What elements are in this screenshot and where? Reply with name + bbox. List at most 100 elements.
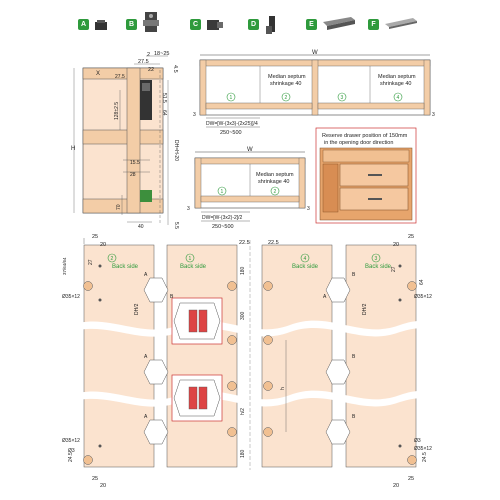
dim-label: 22 [148,67,154,73]
septum-text: shrinkage 40 [380,81,412,87]
drawer-number: 1 [230,95,233,101]
guide-rail-icon [323,17,355,30]
corner-connector-icon [266,16,275,34]
dim-label: 24.5 [68,452,74,462]
drawer-number: 2 [274,189,277,195]
hinge-letter: B [352,354,356,360]
dim-label: Ø35×12 [62,438,80,444]
dim-label: 64 [419,279,425,285]
panel-3 [345,244,417,468]
panel-4 [261,244,333,468]
part-badge: E [306,19,317,30]
hinge-letter: B [352,272,356,278]
plan-four-drawers: W Median septum shrinkage 40 Median sept… [193,50,435,136]
panel-number: 4 [304,256,307,262]
dim-label: DH/2 [362,303,368,315]
dim-label: h [280,387,286,390]
dim-label: 4.5 [172,65,178,73]
dim-label: H [71,146,75,152]
margin-label: 3 [193,112,196,118]
drawer-number: 2 [285,95,288,101]
margin-label: 3 [307,206,310,212]
dim-label: 51.5 [161,93,167,103]
septum-text: Median septum [378,74,416,80]
formula-label: DW=[W-(3x3)-(2x25)]/4 [206,121,258,127]
part-badge: C [190,19,201,30]
panel-label: Back side [365,264,392,270]
hinge-letter: A [144,272,148,278]
dim-label: 28 [130,172,136,178]
panel-label: Back side [112,264,139,270]
width-label: W [247,147,253,153]
dim-label: DH=H-20 [173,140,179,161]
hinge-letter: A [144,354,148,360]
dim-label: Ø35×12 [414,446,432,452]
parts-legend: A B C D E [78,10,418,40]
part-badge: F [368,19,379,30]
dim-label: Ø3 [68,448,75,454]
dim-label: 20 [100,483,106,489]
dim-label: 25 [92,476,98,482]
panel-2 [83,244,155,468]
margin-label: 3 [432,112,435,118]
reserve-text: in the opening door direction [324,140,393,146]
panel-number: 1 [189,256,192,262]
dim-label: 20 [100,242,106,248]
septum-text: shrinkage 40 [258,179,290,185]
dim-label: 20 [393,483,399,489]
panel-1 [166,244,238,468]
dim-label: 180 [240,449,246,458]
side-elevation: 2 18~25 27.5 22 4.5 X 27.5 H 128±2.5 51.… [71,51,179,230]
reserve-text: Reserve drawer position of 150mm [322,133,408,139]
dim-label: X [96,71,100,77]
width-label: W [312,50,318,56]
plan-two-drawers: W Median septum shrinkage 40 1 2 3 3 DW=… [187,147,310,230]
hinge-letter: B [170,294,174,300]
part-badge: B [126,19,137,30]
septum-text: Median septum [256,172,294,178]
cap-block-icon [95,20,107,30]
dim-label: 22.5 [239,240,250,246]
dim-label: 40 [138,224,144,230]
margin-label: 3 [187,206,190,212]
dim-label: 27 [88,259,94,265]
hinge-letter: A [144,414,148,420]
drawer-number: 3 [341,95,344,101]
drawer-number: 1 [221,189,224,195]
dim-label: Ø35×12 [62,294,80,300]
part-badge: A [78,19,89,30]
reserve-drawer-illustration: Reserve drawer position of 150mm in the … [315,127,417,224]
dim-label: 37/64/64 [62,257,67,275]
dim-label: 18~25 [154,51,169,57]
dim-label: 70 [116,204,122,210]
dim-label: 300 [240,311,246,320]
runner-clip-icon [207,20,223,30]
dim-label: 27.5 [138,59,149,65]
hinge-letter: A [323,294,327,300]
septum-text: Median septum [268,74,306,80]
dim-label: 25 [408,234,414,240]
dim-label: 27 [391,266,397,272]
range-label: 250~500 [220,130,242,136]
dim-label: DH/2 [134,303,140,315]
dim-label: 5.5 [173,222,179,229]
top-profile-icon [385,18,417,29]
dim-label: 128±2.5 [114,102,120,120]
formula-label: DW=[W-(3x2)-2]/2 [202,215,243,221]
dim-label: 25 [92,234,98,240]
dim-label: 180 [240,266,246,275]
dim-label: 24.5 [422,452,428,462]
dim-label: 27.5 [115,74,125,80]
dim-label: 64 [161,110,167,116]
panel-number: 2 [111,256,114,262]
panel-number: 3 [375,256,378,262]
dim-label: 2 [147,52,150,58]
hinge-letter: B [352,414,356,420]
hinge-drilling-panels: 25 20 22.5 22.5 25 20 2 Back side 1 Back… [62,234,432,489]
drawer-number: 4 [397,95,400,101]
dim-label: Ø35×12 [414,294,432,300]
panel-label: Back side [292,264,319,270]
hinge-bracket-icon [143,12,159,32]
